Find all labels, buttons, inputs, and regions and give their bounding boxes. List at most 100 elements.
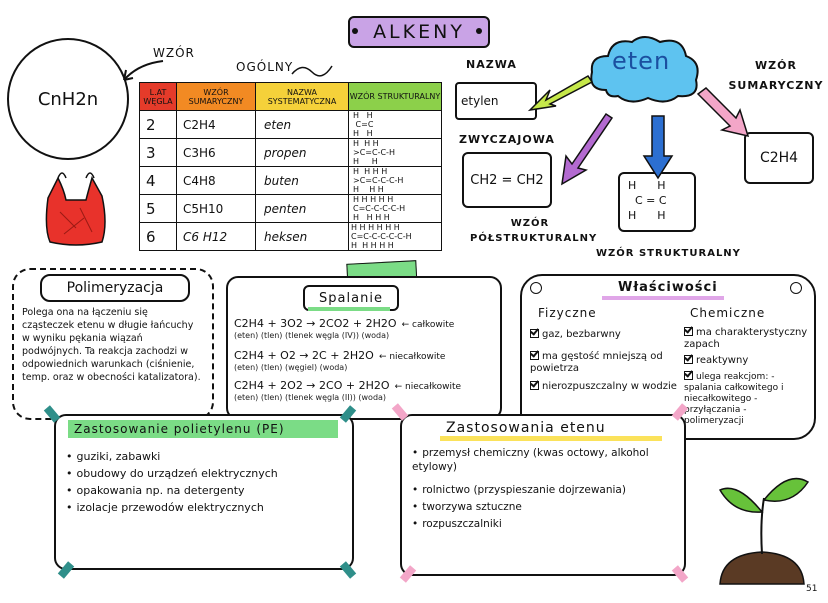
checkbox-icon <box>530 351 539 360</box>
list-item: rolnictwo (przyspieszanie dojrzewania) <box>412 482 678 499</box>
sum-formula-box: C2H4 <box>744 132 814 184</box>
arrow-icon <box>527 75 594 112</box>
pin-icon <box>352 28 358 34</box>
general-formula: CnH2n <box>37 88 99 110</box>
label-wzor: WZÓR <box>153 46 195 60</box>
pin-icon <box>530 282 542 294</box>
underline <box>602 296 724 300</box>
carbon-count: 6 <box>139 222 177 251</box>
common-name: etylen <box>461 94 499 108</box>
polymerization-title: Polimeryzacja <box>66 280 164 296</box>
reaction-row: C2H4 + 3O2 → 2CO2 + 2H2O ← całkowite (et… <box>234 312 494 340</box>
compound-name: penten <box>255 194 349 223</box>
reaction-labels: (eten) (tlen) (tlenek węgla (IV)) (woda) <box>234 331 390 340</box>
homolog-table: L.AT WĘGLA WZÓR SUMARYCZNY NAZWA SYSTEMA… <box>139 82 442 251</box>
list-item: opakowania np. na detergenty <box>66 482 346 499</box>
checkbox-icon <box>530 329 539 338</box>
arrow-icon <box>642 115 674 180</box>
checkbox-icon <box>684 371 693 380</box>
page-title: ALKENY <box>348 16 490 48</box>
header-cell: WZÓR STRUKTURALNY <box>348 82 442 111</box>
checkbox-icon <box>530 381 539 390</box>
header-cell: NAZWA SYSTEMATYCZNA <box>255 82 349 111</box>
semi-structural-formula: CH2 = CH2 <box>470 172 544 188</box>
common-name-box: etylen <box>455 82 537 120</box>
header-cell: L.AT WĘGLA <box>139 82 177 111</box>
sum-formula: C4H8 <box>176 166 256 195</box>
reaction-type: ← niecałkowite <box>378 352 446 362</box>
label-ogolny: OGÓLNY <box>236 60 294 74</box>
compound-name: buten <box>255 166 349 195</box>
arrow-icon <box>696 87 750 138</box>
list-item: tworzywa sztuczne <box>412 499 678 516</box>
list-item: obudowy do urządzeń elektrycznych <box>66 465 346 482</box>
polymerization-text: Polega ona na łączeniu się cząsteczek et… <box>22 307 201 383</box>
reaction-type: ← niecałkowite <box>394 382 462 392</box>
underline <box>308 307 390 311</box>
arrow-icon <box>123 60 164 81</box>
semi-structural-box: CH2 = CH2 <box>462 152 552 208</box>
cloud-icon <box>590 36 699 103</box>
list-item: izolacje przewodów elektrycznych <box>66 499 346 516</box>
sum-formula: C6 H12 <box>176 222 256 251</box>
tape-decoration <box>339 561 357 579</box>
compound-name: heksen <box>255 222 349 251</box>
reaction-row: C2H4 + 2O2 → 2CO + 2H2O ← niecałkowite (… <box>234 374 496 402</box>
reaction-type: ← całkowite <box>401 320 455 330</box>
chemical-item: ulega reakcjom: - spalania całkowitego i… <box>684 371 784 426</box>
compound-name: eten <box>255 110 349 139</box>
compound-name: propen <box>255 138 349 167</box>
sum-formula: C2H4 <box>176 110 256 139</box>
label-nazwa: NAZWA <box>466 58 517 71</box>
tape-decoration <box>671 565 689 583</box>
sum-formula: C3H6 <box>176 138 256 167</box>
carbon-count: 2 <box>139 110 177 139</box>
squiggle-line <box>291 65 333 77</box>
general-formula-circle: CnH2n <box>7 38 129 160</box>
reaction-row: C2H4 + O2 → 2C + 2H2O ← niecałkowite (et… <box>234 344 494 372</box>
polymerization-title-box: Polimeryzacja <box>40 274 190 302</box>
underline <box>440 436 662 441</box>
chemical-item: ma charakterystyczny zapach <box>684 327 808 350</box>
list-item: guziki, zabawki <box>66 448 346 465</box>
carbon-count: 5 <box>139 194 177 223</box>
uses-title: Zastosowania etenu <box>446 420 606 436</box>
label-wzor-sumaryczny: WZÓR SUMARYCZNY <box>728 59 824 92</box>
polyethylene-list: guziki, zabawki obudowy do urządzeń elek… <box>66 448 346 516</box>
reaction-equation: C2H4 + O2 → 2C + 2H2O <box>234 349 374 362</box>
label-polstrukturalny: WZÓR PÓŁSTRUKTURALNY <box>470 218 598 244</box>
combustion-title: Spalanie <box>319 290 383 306</box>
chemical-title: Chemiczne <box>690 306 766 320</box>
physical-item: ma gęstość mniejszą od powietrza <box>530 351 663 374</box>
reaction-equation: C2H4 + 3O2 → 2CO2 + 2H2O <box>234 317 397 330</box>
chemical-item: reaktywny <box>684 354 808 367</box>
list-item: rozpuszczalniki <box>412 516 678 533</box>
reaction-equation: C2H4 + 2O2 → 2CO + 2H2O <box>234 379 390 392</box>
checkbox-icon <box>684 327 693 336</box>
pin-icon <box>476 28 482 34</box>
plastic-bag-icon <box>45 172 106 246</box>
label-zwyczajowa: ZWYCZAJOWA <box>459 133 555 146</box>
reaction-labels: (eten) (tlen) (węgiel) (woda) <box>234 363 348 372</box>
pin-icon <box>790 282 802 294</box>
uses-list: przemysł chemiczny (kwas octowy, alkohol… <box>412 446 678 533</box>
eten-sum-formula: C2H4 <box>759 150 799 166</box>
checkbox-icon <box>684 355 693 364</box>
properties-card <box>520 274 816 440</box>
reaction-labels: (eten) (tlen) (tlenek węgla (II)) (woda) <box>234 393 387 402</box>
carbon-count: 4 <box>139 166 177 195</box>
sum-formula: C5H10 <box>176 194 256 223</box>
label-strukturalny: WZÓR STRUKTURALNY <box>596 248 741 259</box>
